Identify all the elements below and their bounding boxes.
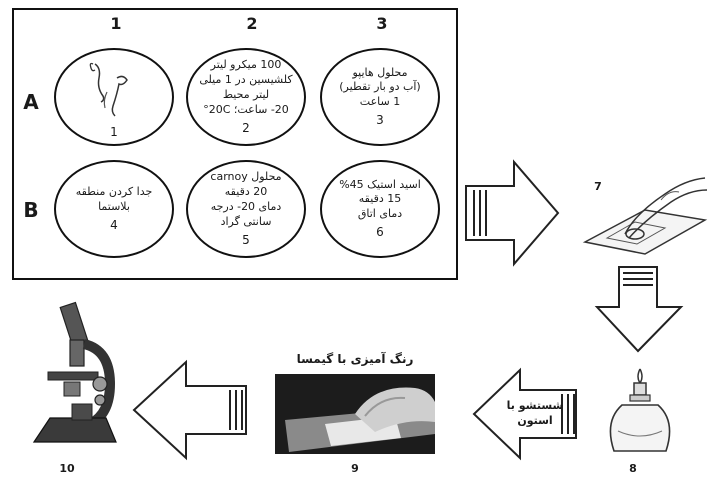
arrow-left-icon: [132, 359, 247, 461]
protocol-grid: 1 2 3 A B 1 100 میکرو لیتر کلشیسین در 1 …: [12, 8, 458, 280]
cell-text: 1 ساعت: [359, 95, 401, 109]
row-label-a: A: [23, 90, 39, 114]
cell-text: دمای اتاق: [357, 207, 403, 221]
alcohol-lamp-illustration: [609, 368, 671, 452]
cell-text: کلشیسین در 1 میلی: [199, 73, 293, 87]
cell-number-3: 3: [376, 113, 384, 128]
step-number-10: 10: [59, 462, 75, 475]
cell-text: 20 دقیقه: [224, 185, 268, 199]
cell-a3-hypotonic: محلول هایپو (آب دو بار تقطیر) 1 ساعت 3: [320, 48, 440, 146]
cell-a1-sample-collection: 1: [54, 48, 174, 146]
cell-a2-colchicine: 100 میکرو لیتر کلشیسین در 1 میلی لیتر مح…: [186, 48, 306, 146]
row-label-b: B: [23, 198, 39, 222]
cell-number-2: 2: [242, 120, 250, 135]
arrow-right-icon: [465, 159, 560, 267]
cell-text: محلول هایپو: [352, 65, 408, 79]
cell-b6-acetic-acid: اسید استیک 45% 15 دقیقه دمای اتاق 6: [320, 160, 440, 258]
arrow-down-icon: [594, 266, 684, 353]
step-number-9: 9: [351, 462, 359, 475]
arrow-left-icon: [472, 367, 577, 461]
cell-number-1: 1: [110, 124, 118, 139]
cell-b4-blastema: جدا کردن منطقه بلاستما 4: [54, 160, 174, 258]
cell-text: بلاستما: [98, 199, 130, 213]
cell-text: اسید استیک 45%: [339, 177, 421, 191]
cell-text: سانتی گراد: [220, 214, 272, 228]
plant-root-tips-illustration: [89, 62, 128, 117]
cell-number-6: 6: [376, 225, 384, 240]
cell-text: 20- ساعت؛ 20C°: [203, 102, 289, 116]
cell-text: دمای 20- درجه: [210, 199, 282, 213]
giemsa-staining-label: رنگ آمیزی با گیمسا: [296, 352, 414, 366]
step-number-7: 7: [594, 180, 602, 193]
slide-squash-illustration: [582, 177, 708, 255]
cell-number-4: 4: [110, 217, 118, 232]
cell-b5-carnoy: محلول carnoy 20 دقیقه دمای 20- درجه سانت…: [186, 160, 306, 258]
cell-number-5: 5: [242, 232, 250, 247]
cell-text: (آب دو بار تقطیر): [339, 80, 421, 94]
column-header-3: 3: [376, 14, 388, 33]
cell-text: لیتر محیط: [222, 87, 270, 101]
acetone-wash-label: شستشو با استون: [506, 399, 564, 428]
microscope-illustration: [32, 301, 117, 443]
column-header-2: 2: [246, 14, 258, 33]
cell-text: 15 دقیقه: [358, 192, 402, 206]
cell-text: جدا کردن منطقه: [75, 185, 153, 199]
cell-text: 100 میکرو لیتر: [210, 58, 282, 72]
column-header-1: 1: [110, 14, 122, 33]
step-number-8: 8: [629, 462, 637, 475]
staining-photo: [275, 374, 435, 454]
cell-text: محلول carnoy: [210, 170, 282, 184]
